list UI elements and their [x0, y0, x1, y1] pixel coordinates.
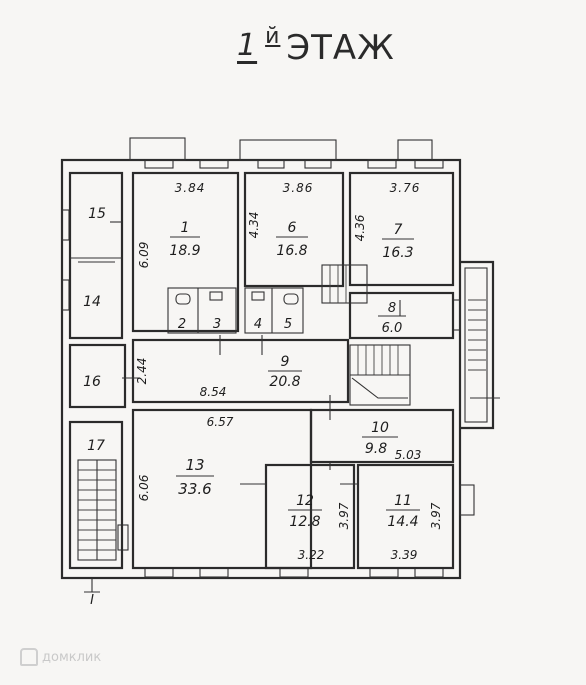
- dim-room13-depth: 6.06: [137, 474, 151, 501]
- room-16-block: [68, 343, 127, 409]
- dim-room7-depth: 4.36: [353, 214, 367, 241]
- room-3-number: 3: [213, 317, 221, 332]
- dim-room13-width: 6.57: [207, 415, 234, 429]
- dim-room1-depth: 6.09: [137, 242, 151, 269]
- room-12-area: 12.8: [289, 514, 320, 530]
- section-mark: I: [90, 593, 94, 608]
- dim-room6-width: 3.86: [283, 181, 314, 195]
- top-bay-2: [239, 139, 337, 161]
- wc-block: [167, 287, 304, 334]
- room-15-number: 15: [88, 206, 106, 222]
- room-9-area: 20.8: [269, 374, 300, 390]
- east-stair: [468, 299, 486, 371]
- dim-room10-width: 5.03: [395, 448, 422, 462]
- room-8-area: 6.0: [382, 321, 403, 336]
- room-12-walls: [264, 463, 356, 570]
- floor-number-suffix: й: [265, 24, 281, 49]
- room-16-number: 16: [83, 374, 101, 390]
- dimension-labels: 3.84 3.86 3.76 6.09 4.34 4.36 2.44 8.54 …: [135, 181, 443, 562]
- room-17-block: [68, 420, 124, 570]
- main-stair: [349, 344, 411, 406]
- room-7-number: 7: [394, 222, 403, 238]
- room-1-number: 1: [181, 220, 190, 236]
- room-17-number: 17: [87, 438, 105, 454]
- room-labels: 1 18.9 2 3 4 5 6 16.8 7 16.3 8 6.0 9 20.…: [83, 206, 420, 608]
- room-9-number: 9: [281, 354, 290, 370]
- top-bay-1: [129, 137, 186, 161]
- room-12-number: 12: [296, 493, 314, 509]
- dim-room12-width: 3.22: [298, 548, 325, 562]
- room-14-15-block: [68, 171, 124, 340]
- room-11-area: 14.4: [387, 514, 418, 530]
- dim-corridor-length: 8.54: [200, 385, 227, 399]
- room-7-walls: [348, 171, 455, 287]
- section-marker: [84, 578, 100, 593]
- room-13-walls: [131, 408, 313, 570]
- east-annex-wall: [460, 260, 495, 430]
- house-icon: [20, 648, 38, 666]
- dim-room11-width: 3.39: [391, 548, 418, 562]
- step-block-7-8: [321, 264, 368, 304]
- room-9-walls: [131, 338, 350, 404]
- room-2-number: 2: [178, 317, 186, 332]
- room-5-number: 5: [284, 317, 292, 332]
- watermark-text: домклик: [42, 649, 102, 665]
- bottom-windows: [144, 567, 444, 578]
- room-4-number: 4: [254, 317, 262, 332]
- room-10-walls: [309, 408, 455, 464]
- dim-room7-width: 3.76: [390, 181, 421, 195]
- room-8-number: 8: [388, 301, 396, 316]
- floor-title: 1 й ЭТАЖ: [229, 24, 395, 68]
- dim-room6-depth: 4.34: [247, 212, 261, 239]
- floor-word: ЭТАЖ: [286, 28, 395, 68]
- top-bay-3: [397, 139, 433, 161]
- top-windows: [144, 159, 444, 169]
- room-13-number: 13: [185, 456, 204, 474]
- stair-17: [77, 459, 117, 561]
- room-13-area: 33.6: [178, 480, 211, 498]
- east-bay: [459, 484, 475, 516]
- east-annex-inner: [464, 267, 488, 423]
- watermark: домклик: [20, 648, 101, 666]
- room-1-area: 18.9: [169, 243, 200, 259]
- dim-room1-width: 3.84: [175, 181, 206, 195]
- room-11-walls: [356, 463, 455, 570]
- dim-room12-depth: 3.97: [337, 502, 351, 529]
- room-1-walls: [131, 171, 240, 333]
- room-8-walls: [348, 291, 455, 340]
- room-6-area: 16.8: [276, 243, 307, 259]
- room-14-number: 14: [83, 294, 101, 310]
- floor-number: 1: [237, 28, 258, 63]
- room-10-number: 10: [371, 420, 389, 436]
- dim-corridor-depth: 2.44: [135, 358, 149, 385]
- room-6-number: 6: [288, 220, 297, 236]
- dim-room11-depth: 3.97: [429, 502, 443, 529]
- room-6-walls: [243, 171, 345, 288]
- room-10-area: 9.8: [365, 441, 387, 457]
- door-marks: [110, 221, 500, 485]
- room-11-number: 11: [394, 493, 412, 509]
- room-7-area: 16.3: [382, 245, 413, 261]
